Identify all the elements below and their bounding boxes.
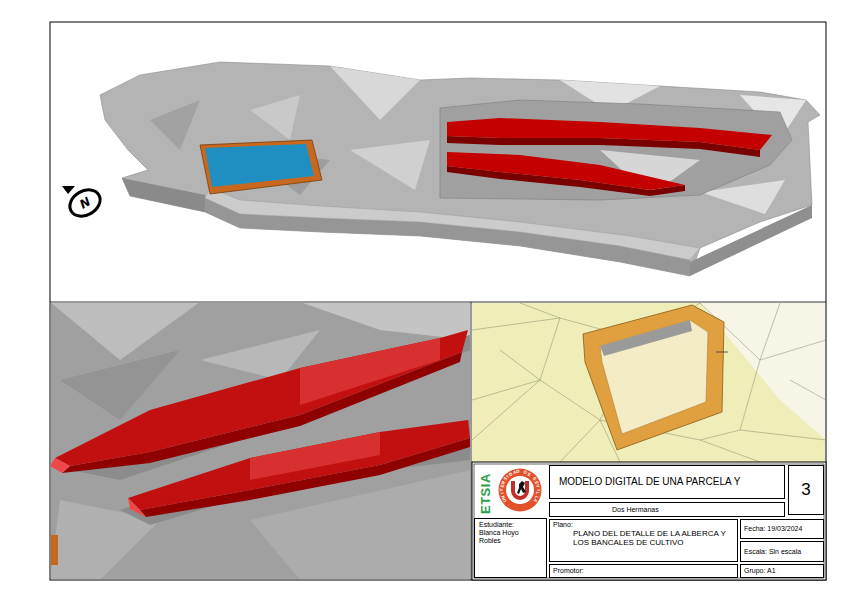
pool-water (205, 144, 314, 187)
field-label: Plano: (553, 521, 734, 529)
seal-figure (517, 481, 526, 494)
terrace-recess (440, 100, 792, 200)
field-label: Promotor: (553, 567, 734, 575)
terrain-model-overview (62, 62, 820, 276)
north-letter: N (78, 195, 93, 210)
project-title: MODELO DIGITAL DE UNA PARCELA Y (559, 476, 776, 488)
terrain-surface (100, 62, 820, 276)
drawing-title: PLANO DEL DETALLE DE LA ALBERCA Y LOS BA… (573, 529, 733, 547)
logo-cell: ETSIAUNIVERSIDAD DE SEVILLA (474, 464, 546, 517)
terrace-end (128, 498, 146, 517)
pool-inner-wall (600, 320, 692, 356)
north-arrow-head (62, 186, 75, 194)
date: Fecha: 19/03/2024 (744, 525, 820, 533)
drawing-cell: Plano:PLANO DEL DETALLE DE LA ALBERCA Y … (549, 519, 738, 562)
seal-u-mark (511, 481, 529, 500)
terrain-facet (330, 66, 420, 120)
terrain-facet (350, 140, 430, 190)
terrain-ground (472, 303, 825, 462)
cultivation-terrace (447, 152, 685, 190)
location-cell: Dos Hermanas (549, 502, 785, 517)
panel-divider (471, 302, 472, 580)
terrace-end (51, 458, 70, 473)
date-cell: Fecha: 19/03/2024 (740, 519, 824, 539)
title-block-frame (472, 462, 826, 580)
triangulation-mesh (472, 303, 825, 462)
terrain-mark (716, 352, 728, 353)
cultivation-terrace (447, 118, 772, 150)
terrain-facet (150, 100, 200, 150)
title-cell: MODELO DIGITAL DE UNA PARCELA Y (549, 465, 785, 499)
pool-detail-view (472, 303, 825, 462)
group-cell: Grupo: A1 (740, 564, 824, 578)
school-name: ETSIA (479, 473, 492, 514)
terraces-detail-view (51, 303, 470, 579)
field-label: Estudiante: (479, 521, 542, 529)
terrain-facet (250, 95, 300, 140)
terrain-ground (51, 303, 470, 579)
pool-wall (583, 305, 724, 450)
university-seal (499, 469, 542, 512)
terrace-face (300, 338, 440, 405)
sheet-number: 3 (801, 480, 810, 500)
seal-center (506, 476, 534, 504)
terrace-face (250, 432, 380, 480)
pool-floor (600, 320, 708, 434)
title-block-frame (474, 464, 824, 578)
terrain-facet (300, 303, 470, 340)
cultivation-terrace (128, 420, 470, 510)
student-cell: Estudiante:Blanca Hoyo Robles (474, 518, 547, 578)
seal-ring (499, 469, 542, 512)
promoter-cell: Promotor: (549, 564, 738, 578)
scale: Escala: Sin escala (744, 548, 820, 556)
seal-text: UNIVERSIDAD DE SEVILLA (474, 464, 546, 517)
scale-cell: Escala: Sin escala (740, 541, 824, 562)
terrain-side-face (122, 178, 205, 212)
sheet-number-cell: 3 (788, 465, 824, 515)
group: Grupo: A1 (744, 567, 820, 575)
pool-rim (200, 140, 322, 194)
sheet-frame (50, 22, 826, 580)
location: Dos Hermanas (612, 506, 780, 514)
student-name: Blanca Hoyo Robles (479, 529, 521, 545)
pool-edge (51, 535, 58, 565)
panel-divider (50, 302, 826, 303)
terrain-side-face (690, 205, 812, 276)
